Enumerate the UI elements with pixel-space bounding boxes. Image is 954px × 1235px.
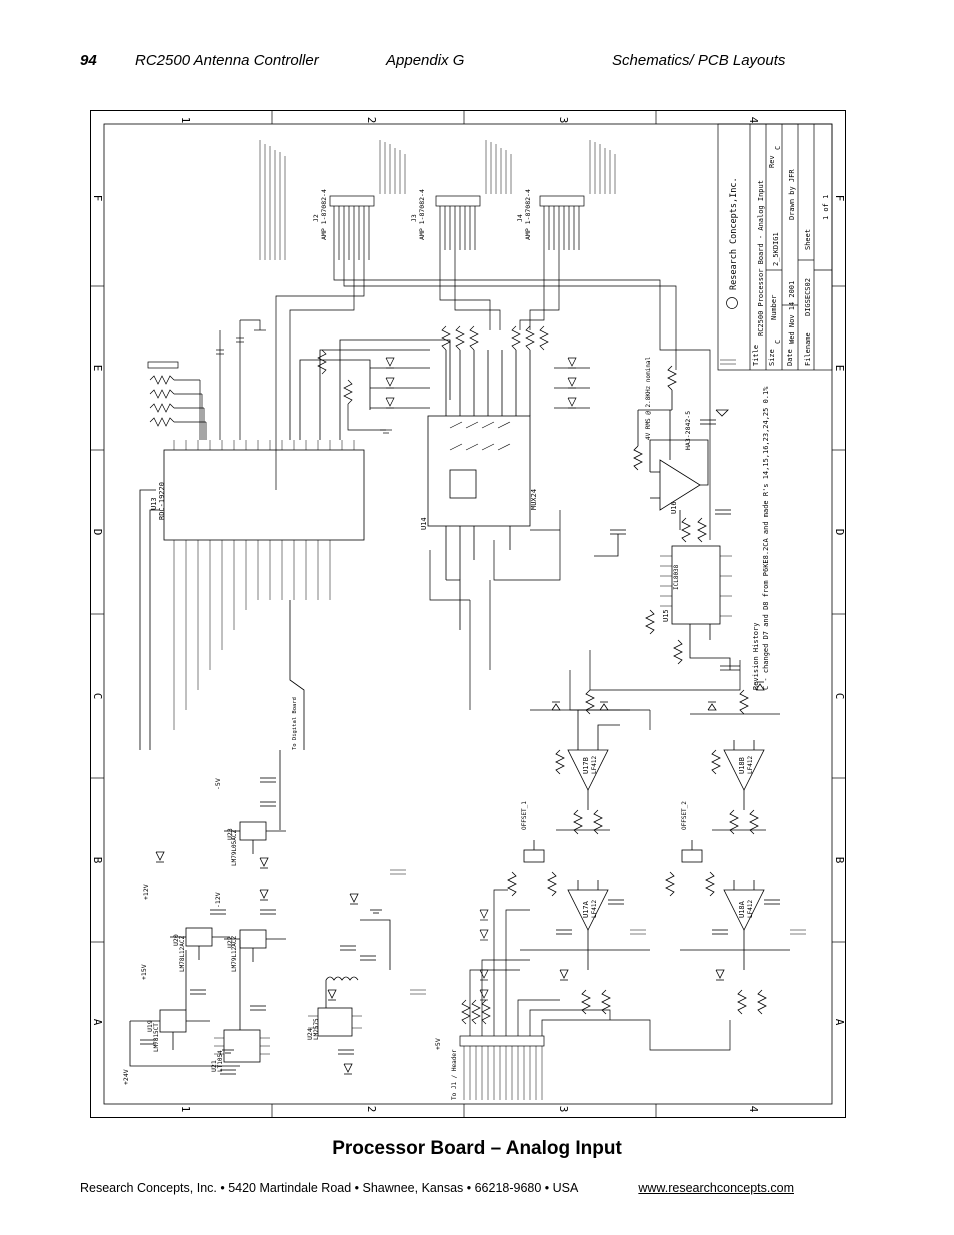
ic-u17b-part: LF412 xyxy=(591,756,598,774)
title-block xyxy=(717,123,833,371)
title-block-size-label: Size xyxy=(768,349,776,366)
ic-u24-ref: U24 xyxy=(306,1028,314,1040)
zone-row-d-left: D xyxy=(91,529,104,536)
schematic-drawing: 1 2 3 4 1 2 3 4 F E D C B A F E D C B A … xyxy=(90,110,846,1118)
offset-2-label: OFFSET_2 xyxy=(681,801,688,830)
appendix-label: Appendix G xyxy=(386,52,465,69)
page-footer: Research Concepts, Inc. • 5420 Martindal… xyxy=(0,1181,954,1197)
ic-u18b-ref: U18B xyxy=(738,757,746,774)
ic-u18a-ref: U18A xyxy=(738,900,746,918)
ic-u20-part: LM78L12ACZ xyxy=(179,935,186,972)
title-block-rev: C xyxy=(774,146,782,150)
ic-u23-ref: U23 xyxy=(226,828,234,840)
zone-row-c-right: C xyxy=(833,693,846,700)
connector-j4-ref: J4 xyxy=(516,214,524,222)
to-digital-board-label: To Digital Board xyxy=(292,697,298,750)
ic-u15-part: ICL8038 xyxy=(673,564,680,590)
revision-history-title: Revision History xyxy=(752,623,760,690)
ic-u18b-part: LF412 xyxy=(747,756,754,774)
zone-col-2-top: 2 xyxy=(365,117,378,124)
ic-u19-ref: U19 xyxy=(146,1020,154,1032)
footer-address: Research Concepts, Inc. • 5420 Martindal… xyxy=(80,1181,579,1195)
offset-1-label: OFFSET_1 xyxy=(521,801,528,830)
title-block-number: 2_5KDIG1 xyxy=(772,232,780,266)
ic-u24-part: LM2575 xyxy=(313,1018,320,1040)
title-block-title: RC2500 Processor Board - Analog Input xyxy=(757,180,765,336)
title-block-drawn: Drawn by JFR xyxy=(788,169,796,220)
ic-u20-ref: U20 xyxy=(172,934,180,946)
rail-label-plus12: +12V xyxy=(142,884,150,900)
ic-u16-ref: U16 xyxy=(670,501,678,514)
figure-caption: Processor Board – Analog Input xyxy=(332,1138,622,1159)
zone-row-e-left: E xyxy=(91,365,104,372)
zone-row-b-right: B xyxy=(833,857,846,864)
header-j1-label: To J1 / Header xyxy=(451,1049,458,1100)
title-block-number-label: Number xyxy=(770,295,778,320)
zone-col-2-bottom: 2 xyxy=(365,1106,378,1113)
page-header: 94 RC2500 Antenna Controller Appendix G … xyxy=(0,52,954,72)
zone-row-a-right: A xyxy=(833,1019,846,1026)
connector-j3-part: AMP 1-87082-4 xyxy=(418,189,426,240)
page-number: 94 xyxy=(80,52,97,69)
ic-u16-part: HA3-2842-5 xyxy=(684,411,692,450)
zone-col-3-bottom: 3 xyxy=(557,1106,570,1113)
title-block-filename: DIGSECS02 xyxy=(804,278,812,316)
ic-u13-part: RDC-19220 xyxy=(158,482,166,520)
ic-u14-part: MUX24 xyxy=(530,489,538,510)
title-block-filename-label: Filename xyxy=(804,332,812,366)
title-block-title-label: Title xyxy=(752,345,760,366)
ic-u19-part: LM7815CT xyxy=(153,1023,160,1052)
title-block-sheet-label: Sheet xyxy=(804,229,812,250)
connector-j2-part: AMP 1-87082-4 xyxy=(320,189,328,240)
rail-label-minus12: -12V xyxy=(214,892,222,908)
revision-history-entry: C - changed D7 and D8 from P6KE8.2CA and… xyxy=(762,386,770,690)
zone-col-1-top: 1 xyxy=(179,117,192,124)
ic-u21-part: LT1054 xyxy=(217,1050,224,1072)
rail-label-plus5: +5V xyxy=(434,1038,442,1050)
connector-j4-part: AMP 1-87082-4 xyxy=(524,189,532,240)
zone-row-b-left: B xyxy=(91,857,104,864)
ic-u15-ref: U15 xyxy=(662,609,670,622)
ic-u13-ref: U13 xyxy=(150,497,158,510)
ic-u22-ref: U22 xyxy=(226,936,234,948)
zone-row-f-right: F xyxy=(833,195,846,202)
zone-col-4-top: 4 xyxy=(747,117,760,124)
title-block-company: Research Concepts,Inc. xyxy=(729,177,739,290)
title-block-sheet: 1 of 1 xyxy=(822,195,830,220)
zone-row-d-right: D xyxy=(833,529,846,536)
zone-row-c-left: C xyxy=(91,693,104,700)
title-block-date: Wed Nov 14 2001 xyxy=(788,281,796,344)
ic-u17b-ref: U17B xyxy=(582,757,590,774)
title-block-date-label: Date xyxy=(786,349,794,366)
zone-col-3-top: 3 xyxy=(557,117,570,124)
rail-label-plus24: +24V xyxy=(122,1069,130,1085)
ic-u23-part: LM79L05ACZ xyxy=(231,829,238,866)
rail-label-minus5: -5V xyxy=(214,778,222,790)
document-title: RC2500 Antenna Controller xyxy=(135,52,319,69)
ic-u14-ref: U14 xyxy=(420,517,428,530)
ic-u21-ref: U21 xyxy=(210,1060,218,1072)
zone-col-1-bottom: 1 xyxy=(179,1106,192,1113)
oscillator-note: 4V RMS @ 2.8KHz nominal xyxy=(645,357,652,440)
ic-u17a-part: LF412 xyxy=(591,900,598,918)
zone-row-f-left: F xyxy=(91,195,104,202)
footer-website-link[interactable]: www.researchconcepts.com xyxy=(638,1181,794,1195)
zone-row-e-right: E xyxy=(833,365,846,372)
connector-j2-ref: J2 xyxy=(312,214,320,222)
connector-j3-ref: J3 xyxy=(410,214,418,222)
title-block-rev-label: Rev xyxy=(768,155,776,168)
section-title: Schematics/ PCB Layouts xyxy=(612,52,786,69)
ic-u18a-part: LF412 xyxy=(747,900,754,918)
rail-label-plus15: +15V xyxy=(140,964,148,980)
zone-row-a-left: A xyxy=(91,1019,104,1026)
zone-col-4-bottom: 4 xyxy=(747,1106,760,1113)
ic-u22-part: LM79L12ACZ xyxy=(231,935,238,972)
title-block-size: C xyxy=(774,340,782,344)
ic-u17a-ref: U17A xyxy=(582,900,590,918)
